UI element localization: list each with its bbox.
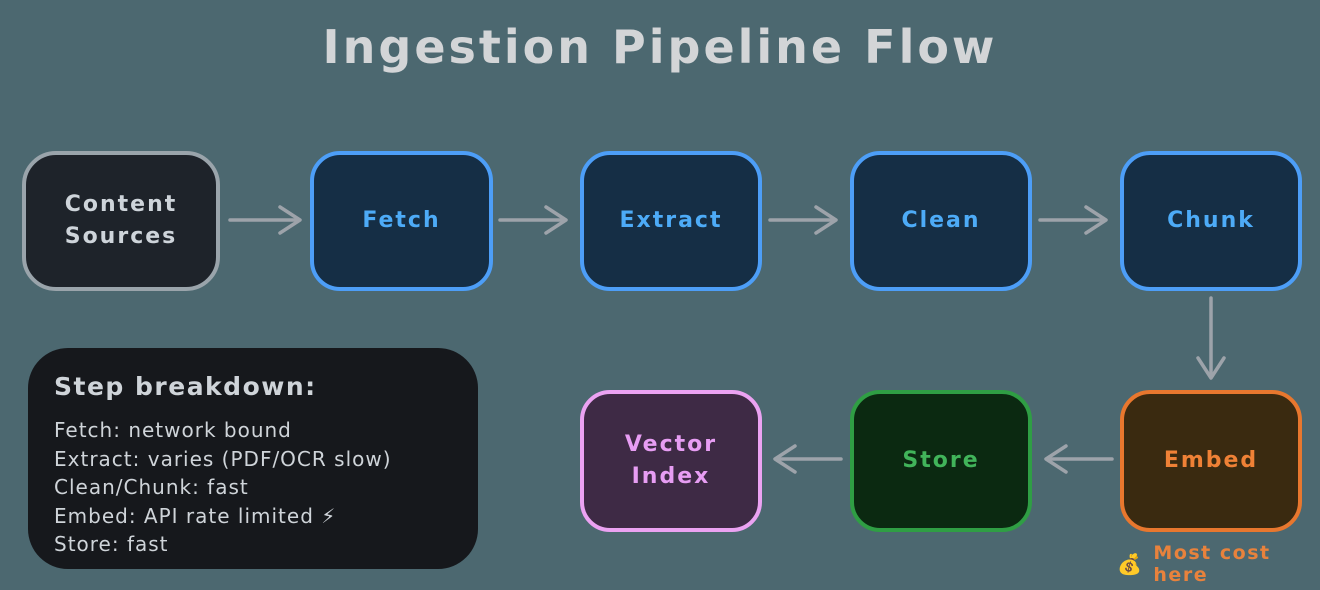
step-breakdown-line: Clean/Chunk: fast bbox=[54, 475, 249, 499]
step-breakdown-note: Step breakdown: Fetch: network bound Ext… bbox=[28, 348, 478, 569]
step-breakdown-heading: Step breakdown: bbox=[54, 372, 317, 401]
node-embed-label: Embed bbox=[1163, 448, 1259, 474]
node-clean-label: Clean bbox=[901, 208, 981, 234]
node-clean: Clean bbox=[850, 151, 1032, 291]
arrow-clean-to-chunk bbox=[1038, 205, 1108, 235]
arrow-extract-to-clean bbox=[768, 205, 838, 235]
diagram-title: Ingestion Pipeline Flow bbox=[322, 20, 998, 74]
node-content-sources: Content Sources bbox=[22, 151, 220, 291]
node-chunk: Chunk bbox=[1120, 151, 1302, 291]
node-content-sources-label: Content Sources bbox=[64, 192, 178, 249]
node-store: Store bbox=[850, 390, 1032, 532]
arrow-content-to-fetch bbox=[228, 205, 302, 235]
node-store-label: Store bbox=[902, 448, 980, 474]
cost-annotation: 💰 Most cost here bbox=[1117, 542, 1320, 586]
step-breakdown-line: Embed: API rate limited ⚡ bbox=[54, 503, 337, 528]
arrow-embed-to-store bbox=[1044, 444, 1114, 474]
node-extract: Extract bbox=[580, 151, 762, 291]
step-breakdown-line: Store: fast bbox=[54, 532, 169, 556]
money-bag-icon: 💰 bbox=[1117, 552, 1144, 576]
node-vector-index-label: Vector Index bbox=[624, 432, 718, 489]
step-breakdown-line: Fetch: network bound bbox=[54, 418, 292, 442]
node-embed: Embed bbox=[1120, 390, 1302, 532]
node-extract-label: Extract bbox=[619, 208, 723, 234]
node-fetch: Fetch bbox=[310, 151, 493, 291]
step-breakdown-line: Extract: varies (PDF/OCR slow) bbox=[54, 446, 392, 471]
arrow-fetch-to-extract bbox=[498, 205, 568, 235]
arrow-chunk-to-embed bbox=[1196, 296, 1226, 380]
arrow-store-to-vector-index bbox=[773, 444, 843, 474]
node-fetch-label: Fetch bbox=[362, 208, 441, 234]
step-breakdown-list: Fetch: network bound Extract: varies (PD… bbox=[54, 416, 454, 559]
cost-annotation-text: Most cost here bbox=[1153, 542, 1271, 586]
node-chunk-label: Chunk bbox=[1167, 208, 1255, 234]
node-vector-index: Vector Index bbox=[580, 390, 762, 532]
